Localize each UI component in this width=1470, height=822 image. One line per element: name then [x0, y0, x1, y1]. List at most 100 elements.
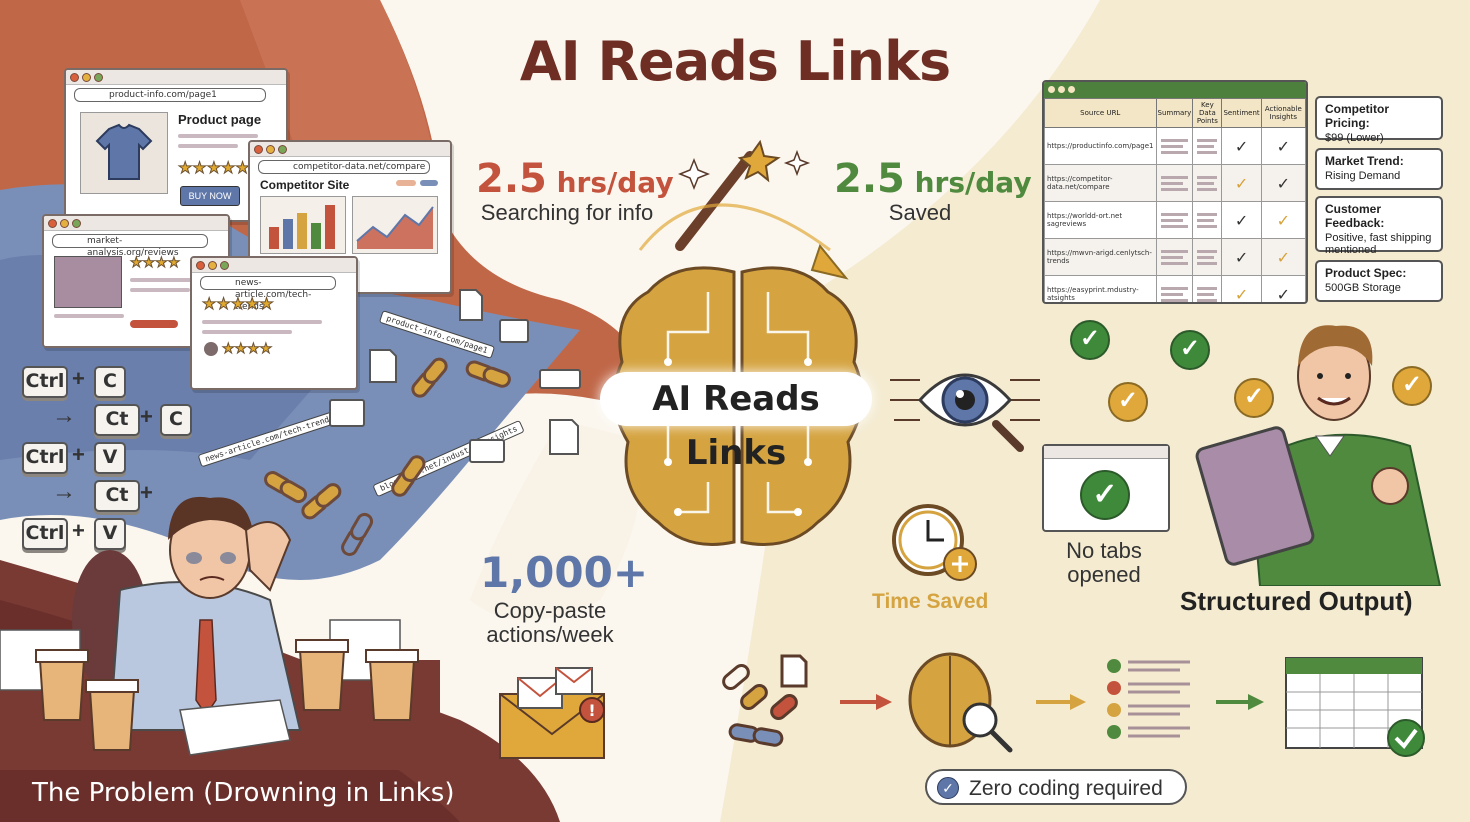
table-row: https://easyprint.mdustry-atsights ✓✓	[1044, 275, 1306, 302]
table-row: https://productinfo.com/page1✓✓	[1044, 127, 1306, 165]
envelope-icon: !	[499, 667, 605, 759]
spreadsheet-icon	[1285, 657, 1425, 757]
sentiment-check-icon: ✓	[1221, 201, 1262, 239]
column-header: Actionable Insights	[1260, 98, 1306, 128]
searching-value: 2.5	[476, 156, 547, 202]
rating-stars: ★★★★★	[178, 160, 251, 178]
key-v: V	[94, 442, 126, 474]
column-header: Summary	[1155, 98, 1194, 128]
copy-paste-label-1: Copy-paste	[493, 598, 607, 623]
avatar	[204, 342, 218, 356]
no-tabs-line-1: No tabs	[1066, 538, 1142, 563]
check-icon: ✓	[1080, 470, 1130, 520]
bar-chart-thumbnail	[260, 196, 346, 254]
searching-label: Searching for info	[480, 200, 654, 225]
check-icon: ✓	[1170, 330, 1210, 370]
no-tabs-line-2: opened	[1067, 562, 1141, 587]
url-bar: competitor-data.net/compare	[258, 160, 430, 174]
insight-card: Product Spec:500GB Storage	[1315, 260, 1443, 302]
buy-now-button[interactable]: BUY NOW	[180, 186, 240, 206]
check-circle-icon: ✓	[937, 777, 959, 799]
key-data-cell	[1192, 164, 1223, 202]
url-bar: product-info.com/page1	[74, 88, 266, 102]
magic-wand-icon	[638, 139, 849, 280]
column-header: Source URL	[1044, 98, 1157, 128]
no-tabs-window: ✓	[1042, 444, 1170, 532]
insight-check-icon: ✓	[1260, 275, 1306, 302]
bullet-list-icon	[1107, 659, 1190, 739]
insight-card: Competitor Pricing:$99 (Lower)	[1315, 96, 1443, 144]
key-data-cell	[1192, 127, 1223, 165]
source-url-cell: https://worldd-ort.net sagreviews	[1044, 201, 1157, 239]
chain-link-icon	[264, 471, 308, 504]
document-icon	[329, 289, 581, 463]
source-url-cell: https://competitor-data.net/compare	[1044, 164, 1157, 202]
key-data-cell	[1192, 238, 1223, 276]
eye-magnifier-icon	[890, 373, 1040, 452]
check-icon: ✓	[1392, 366, 1432, 406]
clock-icon	[892, 504, 977, 581]
sentiment-check-icon: ✓	[1221, 164, 1262, 202]
chain-link-icon	[722, 654, 808, 747]
summary-cell	[1155, 238, 1194, 276]
brain-label: AI Reads Links	[600, 372, 872, 473]
flying-link-icons	[264, 289, 581, 556]
insight-card: Market Trend:Rising Demand	[1315, 148, 1443, 190]
saved-label: Saved	[888, 200, 952, 225]
sentiment-check-icon: ✓	[1221, 238, 1262, 276]
stressed-worker-illustration	[0, 496, 440, 770]
tshirt-image	[80, 112, 168, 194]
summary-cell	[1155, 164, 1194, 202]
rating-stars: ★★★★	[129, 254, 181, 271]
rating-stars: ★★★★★	[202, 296, 275, 314]
chain-link-icon	[301, 483, 342, 520]
chain-link-icon	[391, 455, 426, 497]
column-header: Sentiment	[1221, 98, 1262, 128]
key-v: V	[94, 518, 126, 550]
zero-coding-text: Zero coding required	[969, 777, 1163, 800]
source-url-cell: https://mwvn-arigd.cenlytsch-trends	[1044, 238, 1157, 276]
check-icon: ✓	[1234, 378, 1274, 418]
time-saved-label: Time Saved	[872, 590, 989, 613]
searching-stat: 2.5 hrs/day	[476, 156, 674, 202]
product-heading: Product page	[178, 112, 262, 127]
competitor-heading: Competitor Site	[260, 178, 350, 192]
copy-paste-label-2: actions/week	[486, 622, 614, 647]
key-ctrl: Ctrl	[22, 366, 68, 398]
insight-check-icon: ✓	[1260, 127, 1306, 165]
column-header: Key Data Points	[1192, 98, 1223, 128]
table-row: https://competitor-data.net/compare ✓✓	[1044, 164, 1306, 202]
summary-cell	[1155, 275, 1194, 302]
chain-link-icon	[411, 357, 448, 398]
insight-check-icon: ✓	[1260, 164, 1306, 202]
copy-paste-value: 1,000+	[480, 548, 649, 597]
check-icon: ✓	[1108, 382, 1148, 422]
url-bar: news-article.com/tech-trends	[200, 276, 336, 312]
chain-link-icon	[341, 512, 374, 556]
summary-cell	[1155, 127, 1194, 165]
url-bar: market-analysis.org/reviews	[52, 234, 208, 258]
source-url-cell: https://easyprint.mdustry-atsights	[1044, 275, 1157, 302]
key-ctrl: Ct	[94, 404, 140, 436]
source-url-cell: https://productinfo.com/page1	[1044, 127, 1157, 165]
key-ctrl: Ct	[94, 480, 140, 512]
key-data-cell	[1192, 275, 1223, 302]
zero-coding-badge: ✓ Zero coding required	[925, 769, 1187, 805]
browser-window-news: ←→ C news-article.com/tech-trends ★★★★★ …	[190, 256, 358, 390]
svg-text:!: !	[588, 701, 595, 720]
chain-link-icon	[465, 360, 511, 388]
structured-data-table: Source URL Summary Key Data Points Senti…	[1042, 80, 1308, 304]
summary-cell	[1155, 201, 1194, 239]
key-ctrl: Ctrl	[22, 518, 68, 550]
key-c: C	[94, 366, 126, 398]
process-flow-diagram	[722, 652, 1425, 757]
searching-unit: hrs/day	[546, 166, 674, 199]
insight-check-icon: ✓	[1260, 238, 1306, 276]
table-row: https://mwvn-arigd.cenlytsch-trends ✓✓	[1044, 238, 1306, 276]
sentiment-check-icon: ✓	[1221, 275, 1262, 302]
insight-check-icon: ✓	[1260, 201, 1306, 239]
key-ctrl: Ctrl	[22, 442, 68, 474]
happy-person-illustration	[1195, 325, 1442, 586]
saved-stat: 2.5 hrs/day	[834, 156, 1032, 202]
saved-unit: hrs/day	[904, 166, 1032, 199]
